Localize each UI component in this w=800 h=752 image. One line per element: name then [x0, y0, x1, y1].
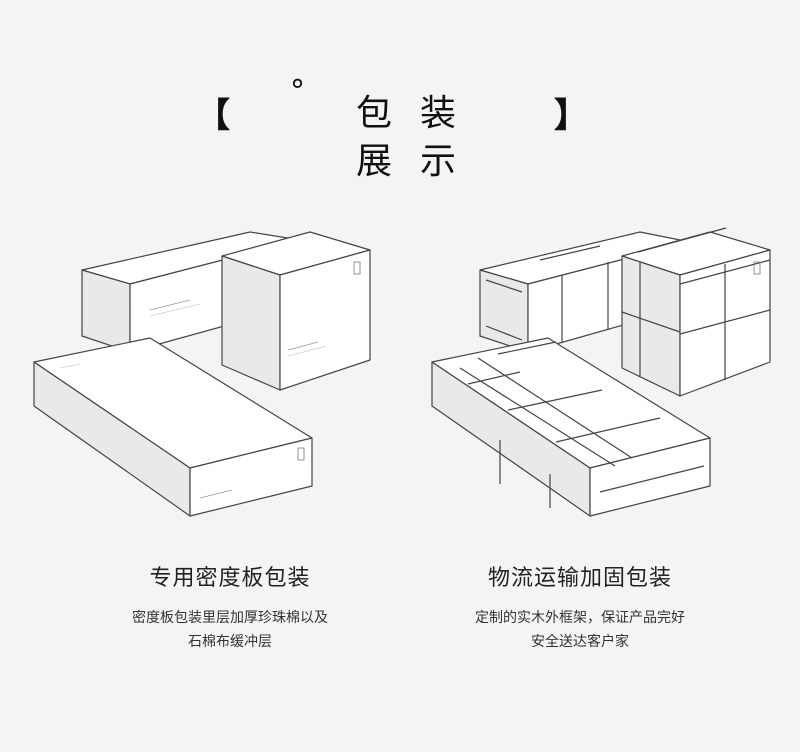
mdf-flat-box-illustration — [33, 337, 313, 517]
bracket-left: 【 — [196, 96, 230, 136]
degree-mark: ° — [290, 74, 305, 109]
page-title-line-2: 展示 — [356, 141, 485, 182]
wood-flat-crate-illustration — [431, 337, 711, 517]
mdf-description-line-2: 石棉布缓冲层 — [188, 634, 272, 650]
crate-packaging-caption: 物流运输加固包装 定制的实木外框架，保证产品完好 安全送达客户家 — [420, 560, 740, 654]
crate-description-line-2: 安全送达客户家 — [531, 634, 629, 650]
mdf-packaging-heading: 专用密度板包装 — [149, 566, 311, 591]
mdf-cube-box-illustration — [221, 231, 371, 391]
page-title-line-1: 包装 — [356, 93, 485, 134]
bracket-right: 】 — [554, 96, 588, 136]
mdf-packaging-caption: 专用密度板包装 密度板包装里层加厚珍珠棉以及 石棉布缓冲层 — [70, 560, 390, 654]
crate-packaging-heading: 物流运输加固包装 — [487, 566, 672, 591]
wood-cube-crate-illustration — [621, 227, 771, 397]
crate-packaging-description: 定制的实木外框架，保证产品完好 安全送达客户家 — [420, 606, 740, 654]
mdf-packaging-description: 密度板包装里层加厚珍珠棉以及 石棉布缓冲层 — [70, 606, 390, 654]
mdf-description-line-1: 密度板包装里层加厚珍珠棉以及 — [132, 610, 328, 626]
crate-description-line-1: 定制的实木外框架，保证产品完好 — [475, 610, 685, 626]
